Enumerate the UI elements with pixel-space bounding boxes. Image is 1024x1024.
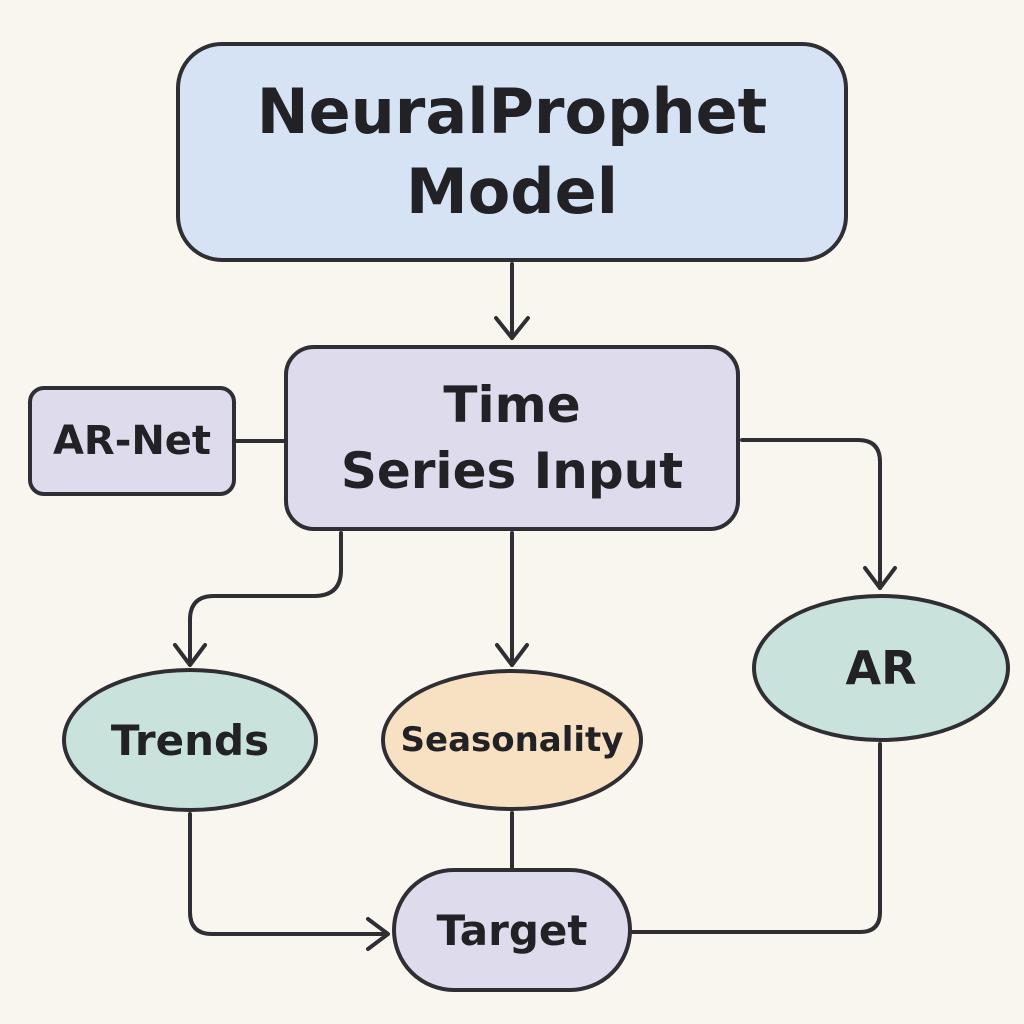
trends-node: Trends	[62, 668, 318, 812]
arrowhead-input-to-trends	[173, 643, 207, 667]
model-title-line2: Model	[406, 155, 618, 228]
edge-trends-to-target	[188, 812, 388, 936]
seasonality-label: Seasonality	[400, 720, 624, 760]
arrowhead-model-to-input	[494, 316, 530, 340]
model-title-line1: NeuralProphet	[256, 75, 768, 148]
input-title-line2: Series Input	[340, 442, 684, 500]
ar-node: AR	[752, 594, 1010, 742]
edge-ar-to-target	[630, 742, 882, 934]
ar-net-node: AR-Net	[28, 386, 236, 496]
arrowhead-input-to-seasonality	[495, 643, 529, 667]
trends-label: Trends	[110, 715, 270, 765]
target-label: Target	[436, 905, 588, 955]
ar-net-label: AR-Net	[52, 418, 212, 464]
arrowhead-trends-to-target	[366, 917, 390, 951]
ar-label: AR	[845, 641, 917, 695]
arrowhead-input-to-ar	[863, 566, 897, 590]
neuralprophet-model-node: NeuralProphet Model	[176, 42, 848, 262]
edge-input-to-trends	[188, 531, 343, 666]
seasonality-node: Seasonality	[381, 669, 643, 811]
time-series-input-node: Time Series Input	[284, 345, 740, 531]
edge-input-to-ar	[740, 438, 882, 590]
input-title-line1: Time	[443, 376, 581, 434]
target-node: Target	[392, 868, 632, 992]
